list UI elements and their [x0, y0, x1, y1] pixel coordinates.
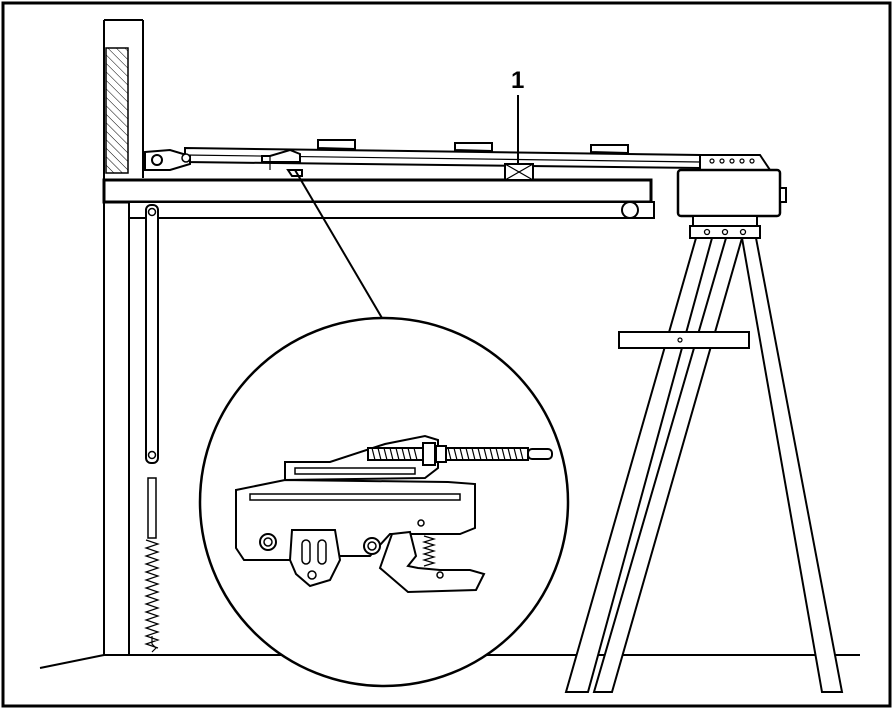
- callout-1: 1: [504, 67, 534, 181]
- detail-leader-line: [294, 169, 383, 319]
- wall: [103, 19, 144, 655]
- door-arm-spring: [144, 204, 160, 653]
- trolley-detail: [235, 434, 553, 594]
- stepladder: [564, 215, 844, 693]
- spring: [144, 539, 160, 649]
- door-panel: [102, 178, 655, 219]
- opener-rail: [144, 139, 701, 171]
- detail-circle: [198, 316, 570, 688]
- motor-head: [676, 154, 787, 218]
- callout-1-label: 1: [511, 67, 524, 94]
